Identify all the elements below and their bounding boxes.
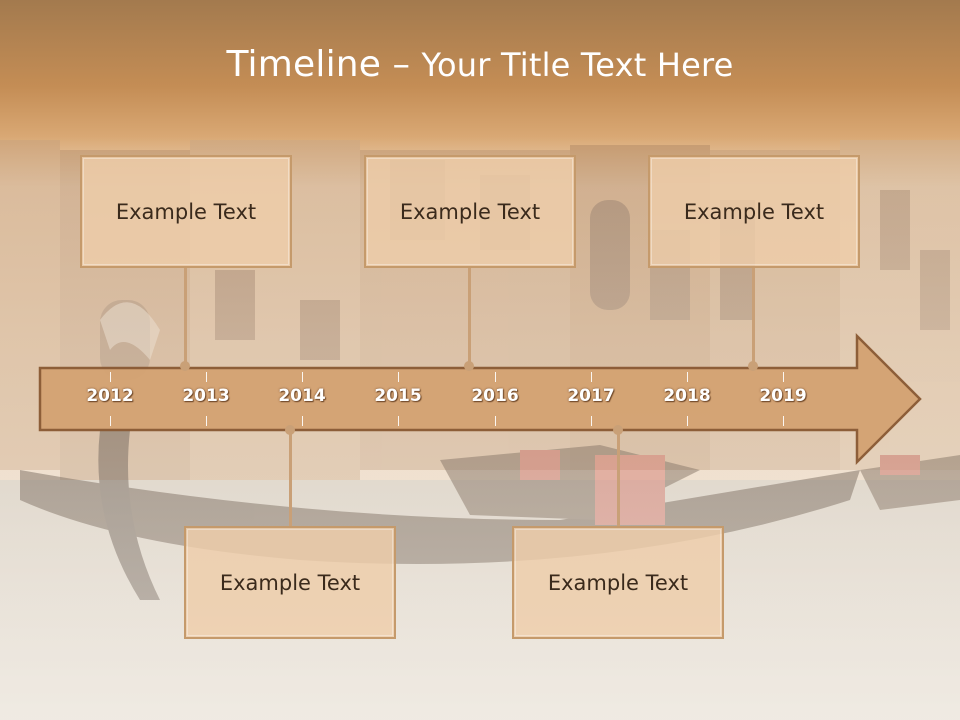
connector-dot-top-2 bbox=[464, 361, 474, 371]
year-label-2019: 2019 bbox=[759, 386, 807, 406]
text-box-top-2[interactable]: Example Text bbox=[364, 155, 576, 268]
connector-top-3 bbox=[752, 268, 755, 365]
tick-2017 bbox=[591, 372, 592, 382]
year-label-2013: 2013 bbox=[182, 386, 230, 406]
tick-2017-low bbox=[591, 416, 592, 426]
text-box-label: Example Text bbox=[683, 199, 825, 224]
connector-top-2 bbox=[468, 268, 471, 365]
text-box-top-1[interactable]: Example Text bbox=[80, 155, 292, 268]
tick-2013-low bbox=[206, 416, 207, 426]
title-separator: – bbox=[381, 45, 422, 85]
title-subtitle: Your Title Text Here bbox=[421, 46, 734, 84]
title-main: Timeline bbox=[226, 44, 382, 85]
connector-bottom-2 bbox=[617, 432, 620, 527]
year-label-2014: 2014 bbox=[278, 386, 326, 406]
connector-bottom-1 bbox=[289, 432, 292, 527]
year-label-2012: 2012 bbox=[86, 386, 134, 406]
connector-top-1 bbox=[184, 268, 187, 365]
text-box-label: Example Text bbox=[399, 199, 541, 224]
tick-2014 bbox=[302, 372, 303, 382]
text-box-bottom-1[interactable]: Example Text bbox=[184, 526, 396, 639]
year-label-2018: 2018 bbox=[663, 386, 711, 406]
text-box-label: Example Text bbox=[219, 570, 361, 595]
year-label-2015: 2015 bbox=[374, 386, 422, 406]
tick-2019 bbox=[783, 372, 784, 382]
tick-2014-low bbox=[302, 416, 303, 426]
slide-title: Timeline – Your Title Text Here bbox=[0, 44, 960, 85]
year-label-2017: 2017 bbox=[567, 386, 615, 406]
tick-2013 bbox=[206, 372, 207, 382]
connector-dot-bottom-1 bbox=[285, 425, 295, 435]
tick-2016 bbox=[495, 372, 496, 382]
year-label-2016: 2016 bbox=[471, 386, 519, 406]
text-box-label: Example Text bbox=[115, 199, 257, 224]
tick-2018-low bbox=[687, 416, 688, 426]
tick-2018 bbox=[687, 372, 688, 382]
tick-2015 bbox=[398, 372, 399, 382]
connector-dot-bottom-2 bbox=[613, 425, 623, 435]
connector-dot-top-3 bbox=[748, 361, 758, 371]
text-box-label: Example Text bbox=[547, 570, 689, 595]
tick-2019-low bbox=[783, 416, 784, 426]
tick-2015-low bbox=[398, 416, 399, 426]
tick-2016-low bbox=[495, 416, 496, 426]
tick-2012-low bbox=[110, 416, 111, 426]
text-box-bottom-2[interactable]: Example Text bbox=[512, 526, 724, 639]
connector-dot-top-1 bbox=[180, 361, 190, 371]
text-box-top-3[interactable]: Example Text bbox=[648, 155, 860, 268]
tick-2012 bbox=[110, 372, 111, 382]
